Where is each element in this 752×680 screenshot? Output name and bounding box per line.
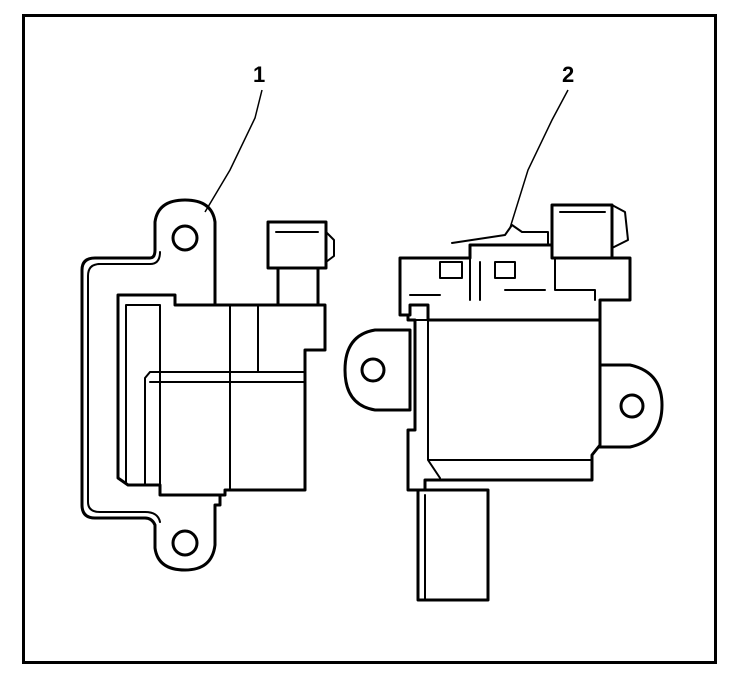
coil-1-connector-head xyxy=(266,220,328,270)
ignition-coil-2 xyxy=(343,203,664,602)
coil-1-top-mount-hole xyxy=(171,224,199,252)
coil-1-dividers xyxy=(224,304,259,496)
coil-2-body-lines xyxy=(407,304,593,479)
coil-2-body xyxy=(406,298,602,492)
coil-1-body xyxy=(116,293,327,497)
coil-2-left-mount-hole xyxy=(360,357,386,383)
coil-1-connector-tab xyxy=(275,231,335,263)
coil-2-top-housing xyxy=(398,243,632,322)
callout-1-leader xyxy=(204,89,263,213)
coil-2-connector-latch xyxy=(559,204,629,249)
coil-2-top-details xyxy=(409,257,596,301)
coil-2-boot xyxy=(416,488,490,602)
coil-2-right-mount-hole xyxy=(619,393,645,419)
callout-2-leader xyxy=(509,89,569,229)
coil-1-band xyxy=(144,371,306,486)
coil-1-bracket-inner xyxy=(87,251,161,523)
coil-2-connector xyxy=(550,203,614,260)
coil-2-harness-clip xyxy=(451,224,549,246)
coil-1-plate-lines xyxy=(117,294,161,496)
callout-label-1: 1 xyxy=(253,62,266,87)
ignition-coil-1 xyxy=(80,198,335,572)
coil-1-connector-stem xyxy=(276,266,320,307)
coil-1-bottom-mount-hole xyxy=(171,529,199,557)
callout-label-2: 2 xyxy=(562,62,575,87)
